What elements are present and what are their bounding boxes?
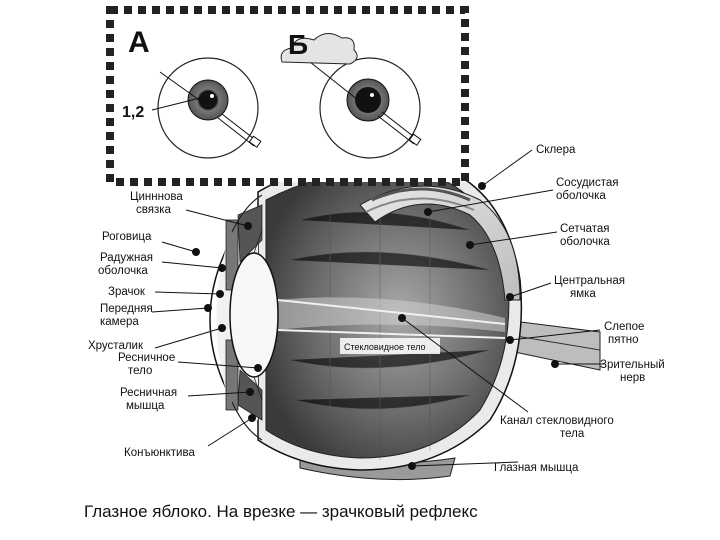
label-hyaloid-canal-1: Канал стекловидного bbox=[500, 415, 614, 427]
label-cornea: Роговица bbox=[102, 231, 152, 243]
label-ciliary-muscle-2: мышца bbox=[126, 400, 165, 412]
label-iris-2: оболочка bbox=[98, 265, 148, 277]
label-optic-nerve-2: нерв bbox=[620, 372, 645, 384]
label-zonule-2: связка bbox=[136, 204, 172, 216]
label-zonule-1: Цинннова bbox=[130, 191, 183, 203]
panel-b-letter: Б bbox=[288, 29, 308, 60]
label-eye-muscle: Глазная мышца bbox=[494, 462, 579, 474]
vitreous-label: Стекловидное тело bbox=[344, 342, 426, 352]
label-retina-1: Сетчатая bbox=[560, 223, 609, 235]
label-conjunctiva: Конъюнктива bbox=[124, 447, 195, 459]
label-choroid-2: оболочка bbox=[556, 190, 606, 202]
label-hyaloid-canal-2: тела bbox=[560, 428, 585, 440]
label-retina-2: оболочка bbox=[560, 236, 610, 248]
label-fovea-2: ямка bbox=[570, 288, 596, 300]
label-anterior-chamber-1: Передняя bbox=[100, 303, 153, 315]
lens-shape bbox=[230, 253, 278, 377]
label-choroid-1: Сосудистая bbox=[556, 177, 618, 189]
label-blind-spot-1: Слепое bbox=[604, 321, 644, 333]
left-labels: Цинннова связка Роговица Радужная оболоч… bbox=[88, 191, 195, 459]
label-optic-nerve-1: Зрительный bbox=[600, 359, 665, 371]
label-ciliary-muscle-1: Ресничная bbox=[120, 387, 177, 399]
label-sclera: Склера bbox=[536, 144, 576, 156]
label-pupil: Зрачок bbox=[108, 286, 146, 298]
label-iris-1: Радужная bbox=[100, 252, 153, 264]
label-anterior-chamber-2: камера bbox=[100, 316, 139, 328]
label-ciliary-body-1: Ресничное bbox=[118, 352, 175, 364]
label-fovea-1: Центральная bbox=[554, 275, 625, 287]
inset-pupil-reflex: А 1,2 Б bbox=[110, 10, 465, 182]
label-blind-spot-2: пятно bbox=[608, 334, 638, 346]
label-lens: Хрусталик bbox=[88, 340, 144, 352]
label-ciliary-body-2: тело bbox=[128, 365, 152, 377]
figure-caption: Глазное яблоко. На врезке — зрачковый ре… bbox=[84, 502, 478, 522]
panel-a-letter: А bbox=[128, 26, 150, 59]
panel-a-number: 1,2 bbox=[122, 104, 144, 121]
